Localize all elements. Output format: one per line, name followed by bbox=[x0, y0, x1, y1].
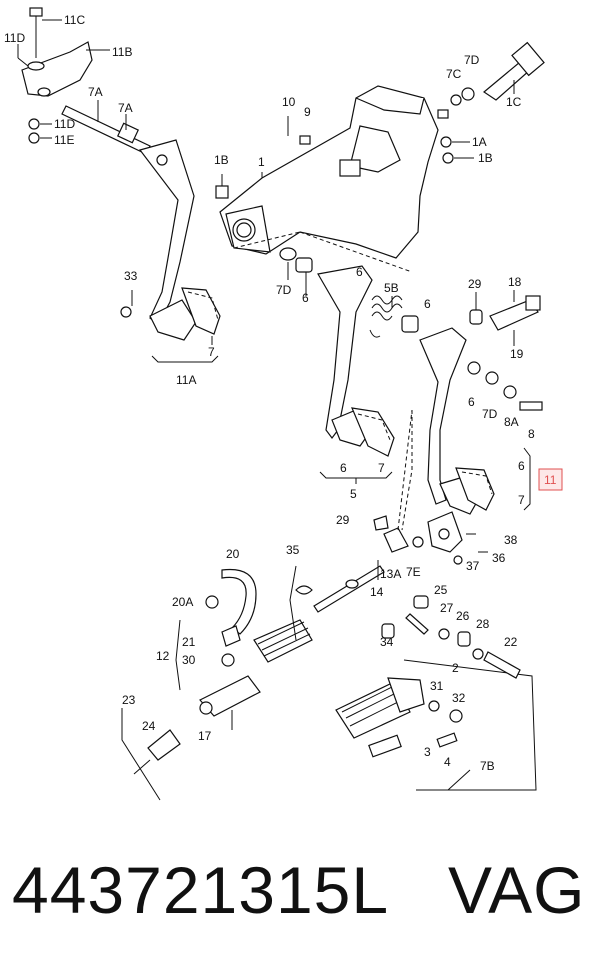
linkage-1c bbox=[437, 41, 545, 164]
callout-9: 9 bbox=[304, 105, 311, 119]
brand-name: VAG bbox=[448, 853, 586, 927]
callout-10: 10 bbox=[282, 95, 296, 109]
footer: 443721315L VAG bbox=[0, 852, 600, 962]
callout-11d-2: 11D bbox=[54, 117, 75, 131]
callout-37: 37 bbox=[466, 559, 480, 573]
hose-20 bbox=[205, 568, 257, 635]
callout-11: 11 bbox=[544, 473, 557, 487]
callout-1b-1: 1B bbox=[478, 151, 493, 165]
callout-11b: 11B bbox=[112, 45, 132, 59]
sensor-24 bbox=[121, 708, 181, 801]
callout-11d: 11D bbox=[4, 31, 25, 45]
callout-19: 19 bbox=[510, 347, 524, 361]
callout-7a-2: 7A bbox=[118, 101, 133, 115]
bracket-assembly-11b bbox=[17, 7, 110, 97]
callout-6-5: 6 bbox=[340, 461, 347, 475]
callout-6-6: 6 bbox=[518, 459, 525, 473]
push-rod-13a bbox=[313, 409, 424, 613]
callout-1: 1 bbox=[258, 155, 265, 169]
callout-25: 25 bbox=[434, 583, 448, 597]
callout-13a: 13A bbox=[380, 567, 401, 581]
callout-1a: 1A bbox=[472, 135, 487, 149]
callout-27: 27 bbox=[440, 601, 454, 615]
callout-17: 17 bbox=[198, 729, 212, 743]
callout-3: 3 bbox=[424, 745, 431, 759]
callout-38: 38 bbox=[504, 533, 518, 547]
callout-14: 14 bbox=[370, 585, 384, 599]
callout-7-3: 7 bbox=[518, 493, 525, 507]
part-number: 443721315L bbox=[12, 853, 390, 927]
callout-7-2: 7 bbox=[378, 461, 385, 475]
callout-7c: 7C bbox=[446, 67, 462, 81]
callout-5: 5 bbox=[350, 487, 357, 501]
callout-7d-1: 7D bbox=[464, 53, 480, 67]
switch-18 bbox=[469, 290, 541, 346]
callout-6-4: 6 bbox=[468, 395, 475, 409]
slave-cylinder-2 bbox=[335, 659, 537, 791]
callout-33: 33 bbox=[124, 269, 138, 283]
callout-36: 36 bbox=[492, 551, 506, 565]
callout-11-highlight bbox=[538, 468, 563, 491]
callout-4: 4 bbox=[444, 755, 451, 769]
spring-5b bbox=[369, 295, 403, 338]
callout-28: 28 bbox=[476, 617, 490, 631]
callout-6-1: 6 bbox=[302, 291, 309, 305]
callout-11a: 11A bbox=[176, 373, 196, 387]
callout-29-1: 29 bbox=[468, 277, 482, 291]
callout-7b: 7B bbox=[480, 759, 495, 773]
callout-29-2: 29 bbox=[336, 513, 350, 527]
callout-26: 26 bbox=[456, 609, 470, 623]
callout-34: 34 bbox=[380, 635, 394, 649]
callout-32: 32 bbox=[452, 691, 466, 705]
callout-2: 2 bbox=[452, 661, 459, 675]
callout-8: 8 bbox=[528, 427, 535, 441]
master-cylinder-12 bbox=[175, 565, 313, 730]
callout-11c: 11C bbox=[64, 13, 85, 27]
callout-23: 23 bbox=[122, 693, 136, 707]
callout-labels: 11C 11D 11B 7A 7A 11D 11E 10 9 7D 7C 1C … bbox=[4, 13, 563, 773]
callout-31: 31 bbox=[430, 679, 444, 693]
callout-8a: 8A bbox=[504, 415, 519, 429]
callout-7d-3: 7D bbox=[482, 407, 498, 421]
callout-6-3: 6 bbox=[424, 297, 431, 311]
small-parts bbox=[381, 595, 521, 679]
callout-20: 20 bbox=[226, 547, 240, 561]
callout-21: 21 bbox=[182, 635, 196, 649]
callout-30: 30 bbox=[182, 653, 196, 667]
callout-24: 24 bbox=[142, 719, 156, 733]
bracket-36 bbox=[427, 511, 488, 565]
exploded-parts-diagram: 11C 11D 11B 7A 7A 11D 11E 10 9 7D 7C 1C … bbox=[4, 7, 563, 801]
pedal-11a bbox=[120, 139, 221, 363]
callout-20a: 20A bbox=[172, 595, 193, 609]
callout-5b: 5B bbox=[384, 281, 399, 295]
callout-7d-2: 7D bbox=[276, 283, 292, 297]
callout-12: 12 bbox=[156, 649, 170, 663]
pedal-11 bbox=[401, 327, 543, 531]
pedal-5 bbox=[317, 265, 395, 484]
callout-6-2: 6 bbox=[356, 265, 363, 279]
callout-7e: 7E bbox=[406, 565, 421, 579]
callout-35: 35 bbox=[286, 543, 300, 557]
callout-1c: 1C bbox=[506, 95, 522, 109]
callout-11e: 11E bbox=[54, 133, 74, 147]
callout-22: 22 bbox=[504, 635, 518, 649]
callout-18: 18 bbox=[508, 275, 522, 289]
pedal-bracket-1 bbox=[215, 85, 439, 273]
callout-7a-1: 7A bbox=[88, 85, 103, 99]
callout-7-1: 7 bbox=[208, 345, 215, 359]
callout-1b-2: 1B bbox=[214, 153, 229, 167]
